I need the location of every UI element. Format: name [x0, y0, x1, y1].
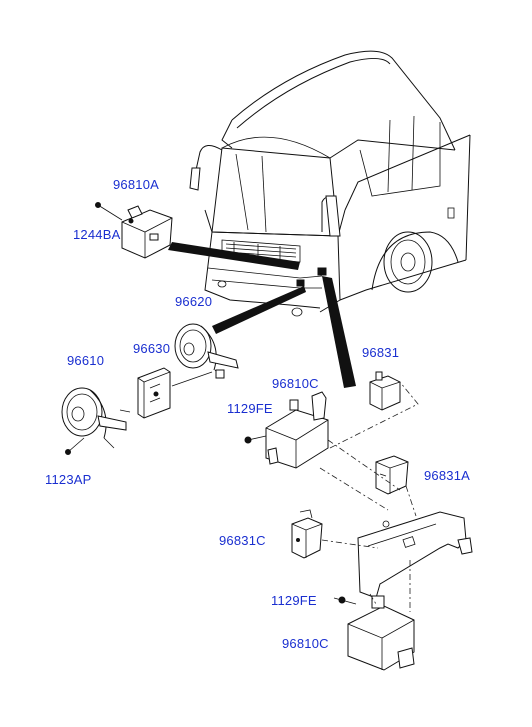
part-96620-horn [174, 323, 239, 379]
label-96831C[interactable]: 96831C [219, 533, 266, 548]
mounting-bracket-plate [357, 511, 473, 599]
label-96810A[interactable]: 96810A [113, 177, 160, 192]
label-1244BA[interactable]: 1244BA [73, 227, 121, 242]
label-96620[interactable]: 96620 [175, 294, 213, 309]
part-96610-horn [61, 387, 127, 455]
bus-illustration [189, 50, 471, 317]
part-96831A-relay [375, 455, 409, 495]
label-96831[interactable]: 96831 [362, 345, 400, 360]
label-96810C-upper[interactable]: 96810C [272, 376, 319, 391]
part-96810C-upper-module [244, 391, 329, 469]
label-96630[interactable]: 96630 [133, 341, 171, 356]
assembly-lines [319, 381, 419, 612]
label-1129FE-lower[interactable]: 1129FE [271, 593, 317, 608]
label-1129FE-upper[interactable]: 1129FE [227, 401, 273, 416]
part-96831-relay [369, 371, 401, 411]
part-96810C-lower-module [347, 595, 415, 671]
label-96810C-lower[interactable]: 96810C [282, 636, 329, 651]
label-96610[interactable]: 96610 [67, 353, 105, 368]
label-1123AP[interactable]: 1123AP [45, 472, 92, 487]
part-1129FE-lower-bolt [333, 596, 357, 605]
label-96831A[interactable]: 96831A [424, 468, 471, 483]
part-96831C-relay [291, 509, 323, 559]
part-96810A-module [95, 202, 173, 259]
leader-arrows [168, 242, 356, 388]
part-96630-bracket [119, 367, 213, 419]
